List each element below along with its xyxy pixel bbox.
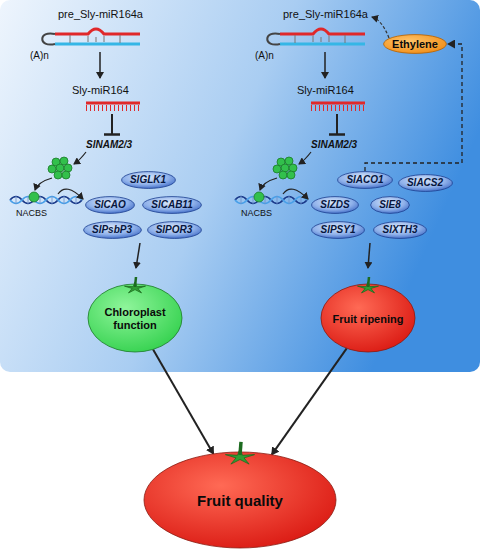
text-label: SlNAM2/3 <box>311 139 357 151</box>
node-text: SlE8 <box>379 200 401 210</box>
hormone-oval: Ethylene <box>383 34 447 54</box>
gene-oval: SlPsbP3 <box>83 221 142 239</box>
node-text: SlPsbP3 <box>92 225 132 235</box>
text-label: NACBS <box>241 208 272 218</box>
gene-oval: SlZDS <box>311 196 359 214</box>
text-label: SlNAM2/3 <box>86 139 132 151</box>
node-text: Fruit ripening <box>331 313 405 326</box>
text-label: pre_Sly-miR164a <box>283 8 368 21</box>
tomato-fruit: Fruit ripening <box>320 270 416 354</box>
gene-oval: SlCAO <box>85 196 135 214</box>
gene-oval: SlGLK1 <box>121 171 176 189</box>
arrow <box>272 348 347 454</box>
node-text: Chloroplast function <box>98 306 172 331</box>
text-label: (A)n <box>30 50 49 62</box>
node-text: SlACO1 <box>346 175 383 185</box>
node-text: SlACS2 <box>407 178 443 188</box>
tomato-fruit: Chloroplast function <box>87 270 183 354</box>
dashed-arrow <box>365 44 462 171</box>
text-label: NACBS <box>16 208 47 218</box>
gene-oval: SlACO1 <box>337 171 393 189</box>
arrow <box>153 349 213 454</box>
node-text: SlGLK1 <box>130 175 166 185</box>
gene-oval: SlPSY1 <box>311 221 365 239</box>
text-label: Sly-miR164 <box>72 84 129 97</box>
gene-oval: SlE8 <box>370 196 410 214</box>
node-text: Fruit quality <box>154 492 326 509</box>
node-shape <box>320 270 416 354</box>
background-panel <box>0 0 480 372</box>
gene-oval: SlACS2 <box>398 174 453 192</box>
tomato-fruit: Fruit quality <box>143 438 337 550</box>
node-text: SlPOR3 <box>156 225 193 235</box>
gene-oval: SlPOR3 <box>147 221 202 239</box>
text-label: Sly-miR164 <box>297 84 354 97</box>
gene-oval: SlCAB11 <box>142 196 202 214</box>
node-text: SlCAO <box>94 200 126 210</box>
gene-oval: SlXTH3 <box>373 221 427 239</box>
node-text: SlXTH3 <box>382 225 417 235</box>
feedback-arrow <box>372 17 389 38</box>
node-text: SlCAB11 <box>151 200 193 210</box>
node-text: SlPSY1 <box>320 225 355 235</box>
pathway-column <box>10 29 140 268</box>
text-label: pre_Sly-miR164a <box>58 8 143 21</box>
node-text: SlZDS <box>320 200 349 210</box>
text-label: (A)n <box>255 50 274 62</box>
pathway-column <box>235 29 370 268</box>
node-text: Ethylene <box>392 39 438 50</box>
